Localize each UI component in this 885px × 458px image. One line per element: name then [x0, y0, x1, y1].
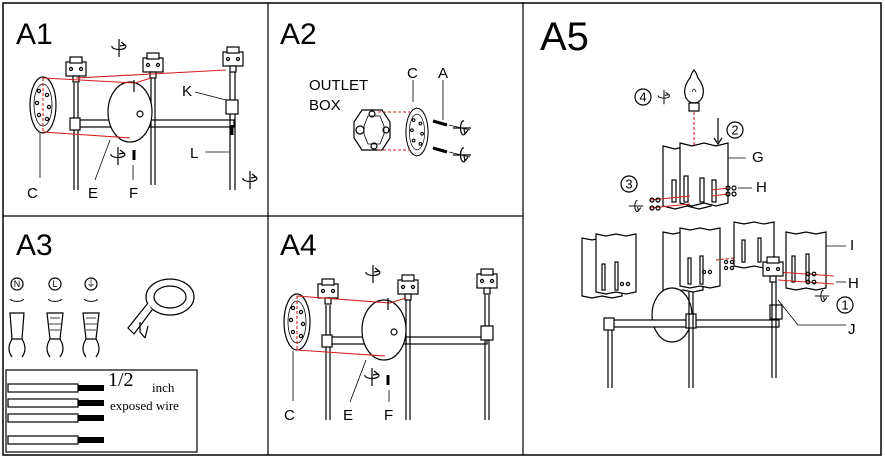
- step-1-badge: 1: [841, 298, 848, 313]
- label-c: C: [407, 65, 418, 82]
- label-h-top: H: [756, 179, 767, 196]
- label-c: C: [284, 407, 295, 424]
- rotate-arrow-icon: [84, 298, 98, 302]
- panel-a2-title: A2: [280, 18, 317, 51]
- rotate-arrow-icon: [452, 120, 472, 136]
- panel-a4: A4 C E F: [280, 229, 498, 424]
- arm-rod: [71, 119, 235, 128]
- ground-symbol: ⏚: [86, 279, 95, 289]
- panel-a3-title: A3: [16, 229, 53, 262]
- strip-length-fraction: 1/2: [108, 369, 134, 391]
- panel-a2: A2 OUTLET BOX C A: [280, 18, 472, 163]
- wall-plate-c: [405, 107, 429, 157]
- stripped-wires: [7, 383, 104, 445]
- rotate-arrow-icon: [242, 170, 258, 190]
- outlet-box-label-line1: OUTLET: [309, 77, 368, 94]
- canopy-disc: [107, 81, 153, 143]
- rotate-arrow-icon: [110, 146, 126, 166]
- label-e: E: [343, 407, 353, 424]
- step-2-badge: 2: [731, 123, 738, 138]
- panel-a5-title: A5: [540, 15, 589, 59]
- outlet-box-label-line2: BOX: [309, 97, 341, 114]
- panel-a5: A5 4 2 G H 3: [540, 15, 859, 388]
- label-k: K: [182, 83, 192, 100]
- label-f: F: [129, 185, 138, 202]
- candle-bulb: [684, 69, 704, 112]
- rotate-arrow-icon: [10, 298, 24, 302]
- panel-a1: A1 C E F K: [16, 18, 258, 202]
- label-a: A: [438, 65, 448, 82]
- label-g: G: [752, 149, 764, 166]
- rotate-arrow-icon: [111, 38, 127, 58]
- panel-a3: A3 N L ⏚: [5, 229, 198, 453]
- panel-a4-title: A4: [280, 229, 317, 262]
- label-c: C: [27, 185, 38, 202]
- panel-a1-title: A1: [16, 18, 53, 51]
- live-symbol: L: [52, 279, 57, 289]
- label-j: J: [848, 321, 856, 338]
- rotate-arrow-icon: [657, 89, 671, 105]
- step-4-badge: 4: [639, 90, 646, 105]
- wire-nut-live: [46, 312, 64, 358]
- canopy-disc: [361, 299, 407, 361]
- wire-strip-box: [5, 369, 198, 453]
- glass-shade-center: [662, 227, 721, 293]
- rotate-arrow-icon: [628, 199, 644, 213]
- glass-shade-right: [733, 221, 827, 291]
- wire-nut-ground: [82, 312, 100, 358]
- glass-shade-g: [662, 142, 729, 210]
- rotate-arrow-icon: [48, 298, 62, 302]
- neutral-symbol: N: [14, 279, 21, 289]
- rotate-arrow-icon: [452, 147, 472, 163]
- wire-nut-neutral: [8, 312, 26, 358]
- rotate-arrow-icon: [364, 367, 380, 387]
- rotate-arrow-icon: [365, 264, 381, 284]
- rotate-arrow-icon: [814, 289, 830, 303]
- strip-length-unit: inch: [152, 380, 175, 395]
- electrical-tape: [127, 278, 195, 339]
- outlet-box: [353, 109, 391, 151]
- strip-caption: exposed wire: [110, 398, 179, 413]
- label-e: E: [88, 185, 98, 202]
- label-i: I: [850, 237, 854, 254]
- glass-shade-left: [581, 233, 637, 299]
- step-3-badge: 3: [625, 177, 632, 192]
- label-f: F: [384, 407, 393, 424]
- label-h-bottom: H: [848, 275, 859, 292]
- label-l: L: [190, 145, 198, 162]
